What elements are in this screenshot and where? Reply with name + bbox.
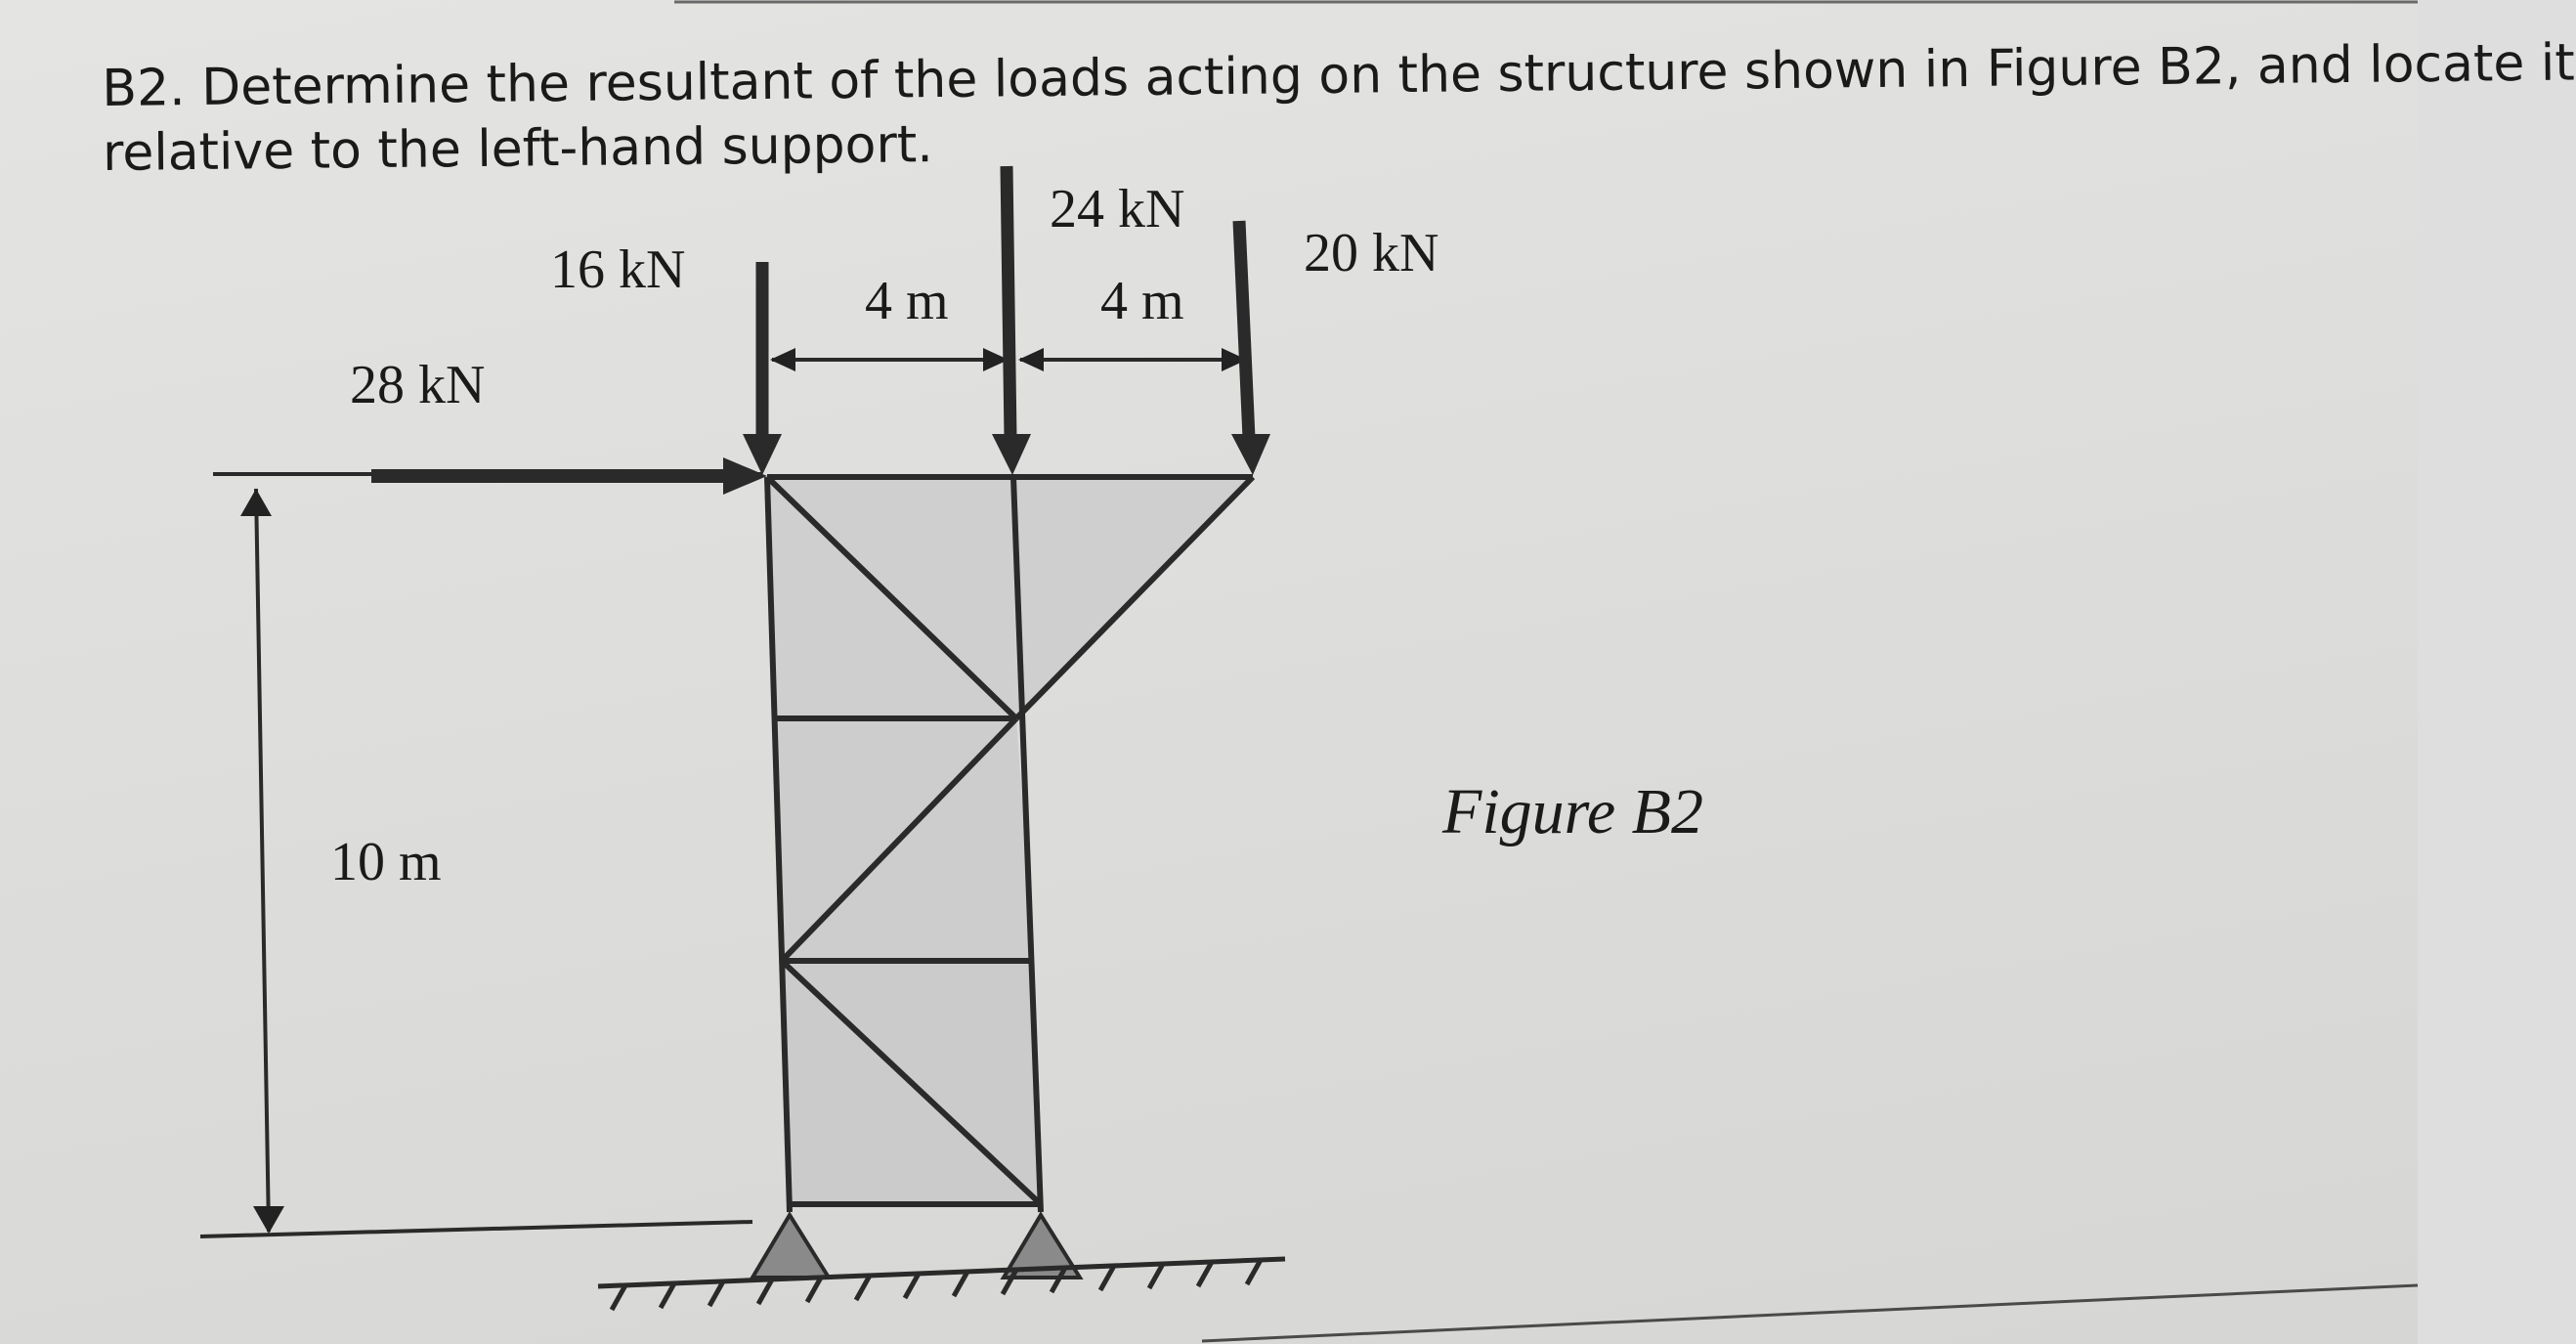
- load-24kN-shaft: [1000, 165, 1017, 439]
- left-pin-support: [749, 1211, 833, 1279]
- base-reference-line: [199, 1220, 753, 1238]
- truss-figure: 28 kN 16 kN 24 kN 20 kN 4 m 4 m 10 m Fig…: [199, 0, 2419, 1343]
- load-20kN-label: 20 kN: [1304, 223, 1438, 283]
- span-right-arrow-left: [1018, 348, 1044, 371]
- diagonal-top-right: [1013, 474, 1256, 721]
- span-right-arrow-right: [1222, 348, 1247, 371]
- load-arrows: [371, 165, 1270, 495]
- right-pin-support: [1000, 1211, 1084, 1279]
- span-left-label: 4 m: [865, 271, 949, 331]
- span-left-arrow-right: [983, 348, 1009, 371]
- left-column: [764, 476, 793, 1213]
- load-16kN-head: [743, 434, 782, 475]
- diagonal-bottom: [779, 958, 1044, 1207]
- page-bottom-edge: [1201, 1283, 2419, 1343]
- middle-column: [1010, 476, 1044, 1213]
- height-dimension: [240, 488, 284, 1234]
- ground-hatching: [609, 1258, 1264, 1312]
- load-20kN-shaft: [1232, 220, 1256, 439]
- height-arrow-up: [240, 489, 272, 516]
- span-left-arrow-left: [770, 348, 795, 371]
- load-28kN-label: 28 kN: [350, 355, 485, 415]
- height-label: 10 m: [330, 832, 442, 892]
- load-28kN-head: [723, 457, 767, 495]
- supports: [597, 1211, 1286, 1312]
- ground-line: [597, 1256, 1286, 1289]
- truss-members: [764, 474, 1256, 1213]
- diagonal-top-left: [764, 474, 1019, 721]
- load-24kN-head: [992, 434, 1031, 475]
- truss-panels: [767, 477, 1253, 1204]
- height-arrow-down: [253, 1206, 284, 1234]
- load-24kN-label: 24 kN: [1050, 179, 1184, 239]
- load-20kN-head: [1231, 434, 1270, 475]
- height-dimension-line: [254, 488, 271, 1233]
- reference-lines: [199, 472, 762, 1238]
- span-right-label: 4 m: [1100, 271, 1184, 331]
- diagonal-middle: [779, 715, 1019, 964]
- span-dimensions: [770, 348, 1247, 371]
- figure-caption: Figure B2: [1441, 776, 1703, 847]
- load-16kN-label: 16 kN: [550, 239, 685, 300]
